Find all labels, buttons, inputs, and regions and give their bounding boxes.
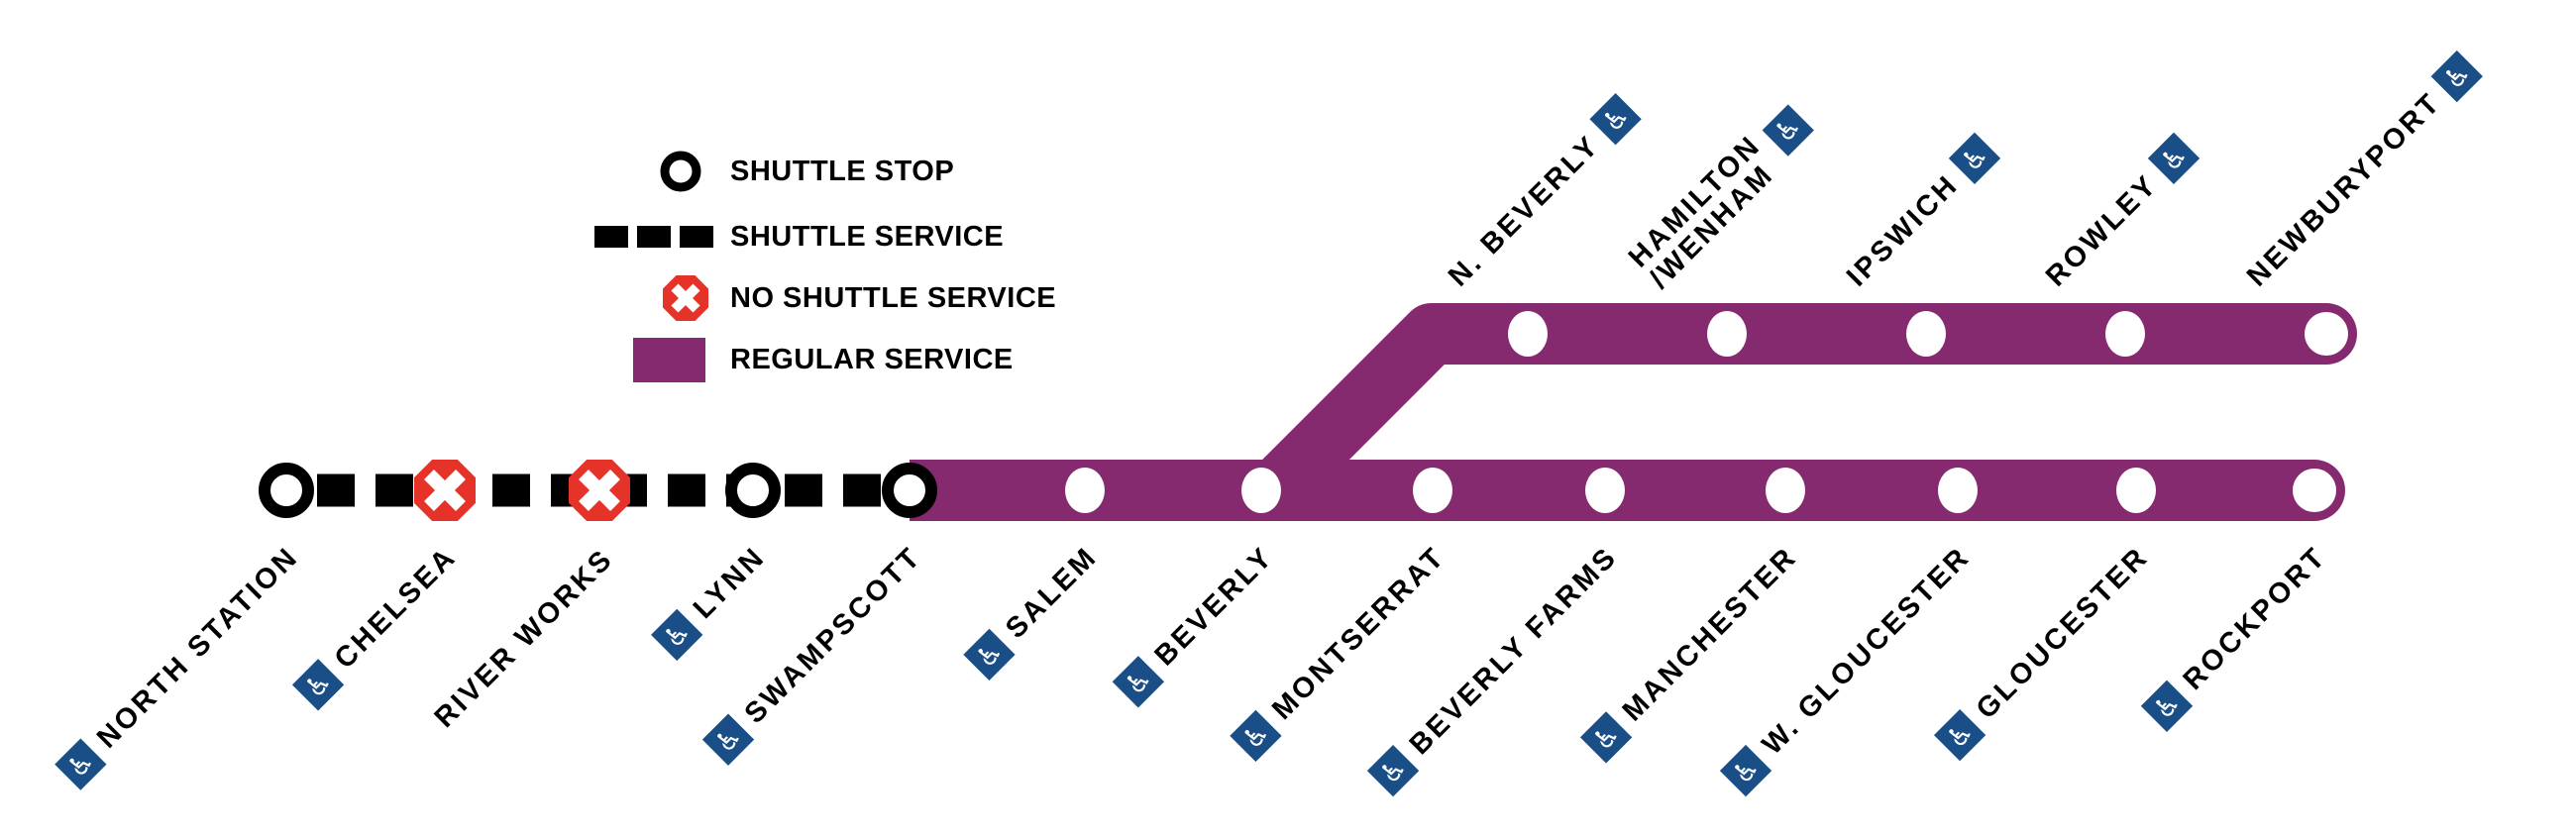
station-dot bbox=[1413, 468, 1452, 513]
terminus-dot bbox=[2293, 469, 2336, 512]
shuttle-stop-circle bbox=[259, 463, 314, 518]
shuttle-stop-circle bbox=[725, 463, 781, 518]
terminus-dot bbox=[2305, 312, 2348, 356]
legend-label-shuttle-stop: SHUTTLE STOP bbox=[730, 155, 955, 187]
station-dot bbox=[2116, 468, 2156, 513]
legend-regular-service-swatch bbox=[633, 338, 705, 382]
legend-label-no-shuttle-service: NO SHUTTLE SERVICE bbox=[730, 281, 1057, 314]
station-dot bbox=[1906, 311, 1946, 357]
x-icon bbox=[579, 470, 620, 511]
station-dot bbox=[1508, 311, 1548, 357]
legend-label-shuttle-service: SHUTTLE SERVICE bbox=[730, 220, 1005, 253]
station-dot bbox=[1766, 468, 1805, 513]
station-dot bbox=[1585, 468, 1625, 513]
regular-service-branch-line bbox=[1253, 303, 2326, 512]
station-dot bbox=[2105, 311, 2145, 357]
legend-label-regular-service: REGULAR SERVICE bbox=[730, 343, 1014, 375]
station-dot bbox=[1707, 311, 1747, 357]
station-dot bbox=[1938, 468, 1978, 513]
x-icon bbox=[424, 470, 466, 511]
station-dot bbox=[1241, 468, 1281, 513]
legend-shuttle-service-dash bbox=[637, 226, 671, 248]
legend-shuttle-service-dash bbox=[680, 226, 713, 248]
station-dot bbox=[1065, 468, 1105, 513]
x-icon bbox=[671, 283, 700, 313]
shuttle-stop-circle bbox=[882, 463, 937, 518]
legend-shuttle-service-dash bbox=[594, 226, 628, 248]
legend-shuttle-stop-icon bbox=[660, 151, 701, 192]
